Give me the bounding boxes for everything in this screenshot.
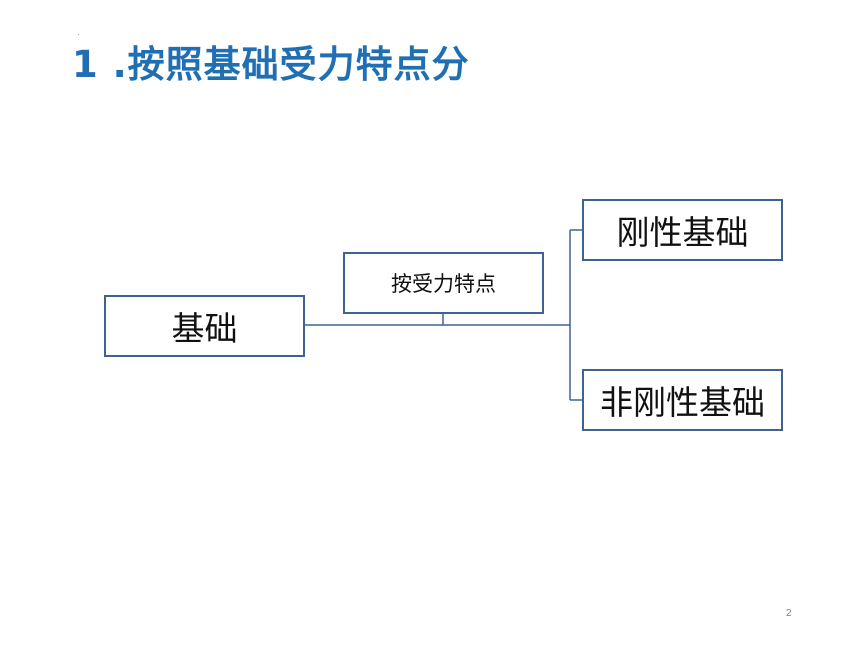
criterion-node-label: 按受力特点 <box>391 272 496 296</box>
slide-title: 1 .按照基础受力特点分 <box>72 43 470 86</box>
child-node-rigid-label: 刚性基础 <box>616 213 749 252</box>
child-node-nonrigid: 非刚性基础 <box>582 369 783 431</box>
page-number: 2 <box>786 608 792 619</box>
decorative-dot: · <box>77 30 80 39</box>
child-node-nonrigid-label: 非刚性基础 <box>600 383 765 422</box>
root-node: 基础 <box>104 295 305 357</box>
child-node-rigid: 刚性基础 <box>582 199 783 261</box>
root-node-label: 基础 <box>171 309 238 348</box>
criterion-node: 按受力特点 <box>343 252 544 314</box>
